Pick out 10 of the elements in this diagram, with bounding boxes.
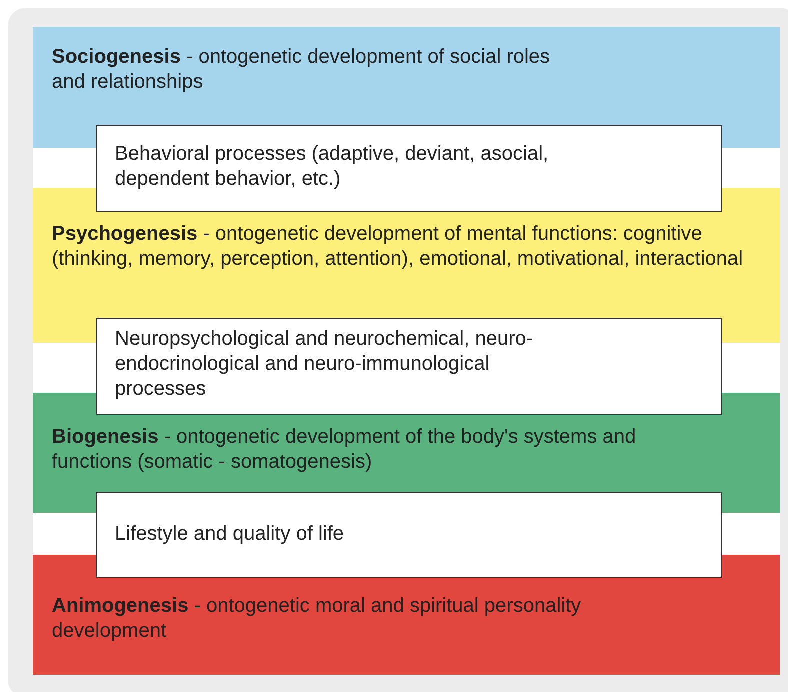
process-description: Lifestyle and quality of life <box>115 522 346 547</box>
layer-description: Biogenesis - ontogenetic development of the body's systems and functions (somatic - somatogenesis) <box>52 425 638 475</box>
layer-description: Psychogenesis - ontogenetic development of mental functions: cognitive (thinking, memory, perception, attention), emotional, motivational, interactional <box>52 222 744 272</box>
process-box <box>96 318 722 415</box>
process-box <box>96 125 722 212</box>
process-description: Neuropsychological and neurochemical, neuro-endocrinological and neuro-immunological processes <box>115 327 534 402</box>
process-box <box>96 492 722 578</box>
layer-description: Sociogenesis - ontogenetic development of social roles and relationships <box>52 45 552 95</box>
layer-description: Animogenesis - ontogenetic moral and spiritual personality development <box>52 594 582 644</box>
process-description: Behavioral processes (adaptive, deviant, asocial, dependent behavior, etc.) <box>115 142 550 192</box>
